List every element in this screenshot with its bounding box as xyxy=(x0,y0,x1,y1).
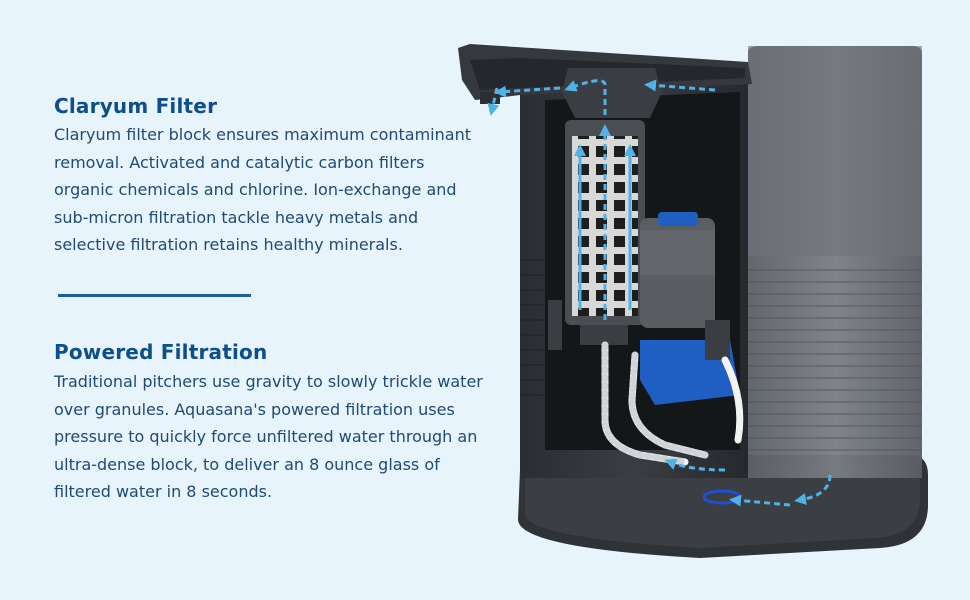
section-divider xyxy=(58,294,251,297)
powered-filtration-description: Traditional pitchers use gravity to slow… xyxy=(54,372,483,501)
base-platform xyxy=(518,455,928,558)
pump-motor xyxy=(640,212,740,405)
water-filter-cutaway-illustration xyxy=(458,44,928,558)
claryum-filter-heading: Claryum Filter xyxy=(54,94,218,118)
water-reservoir xyxy=(748,46,922,478)
water-flow-arrows xyxy=(487,79,832,507)
claryum-filter-description: Claryum filter block ensures maximum con… xyxy=(54,125,471,254)
cartridge-flow-arrows xyxy=(574,144,636,310)
powered-filtration-heading: Powered Filtration xyxy=(54,340,268,364)
